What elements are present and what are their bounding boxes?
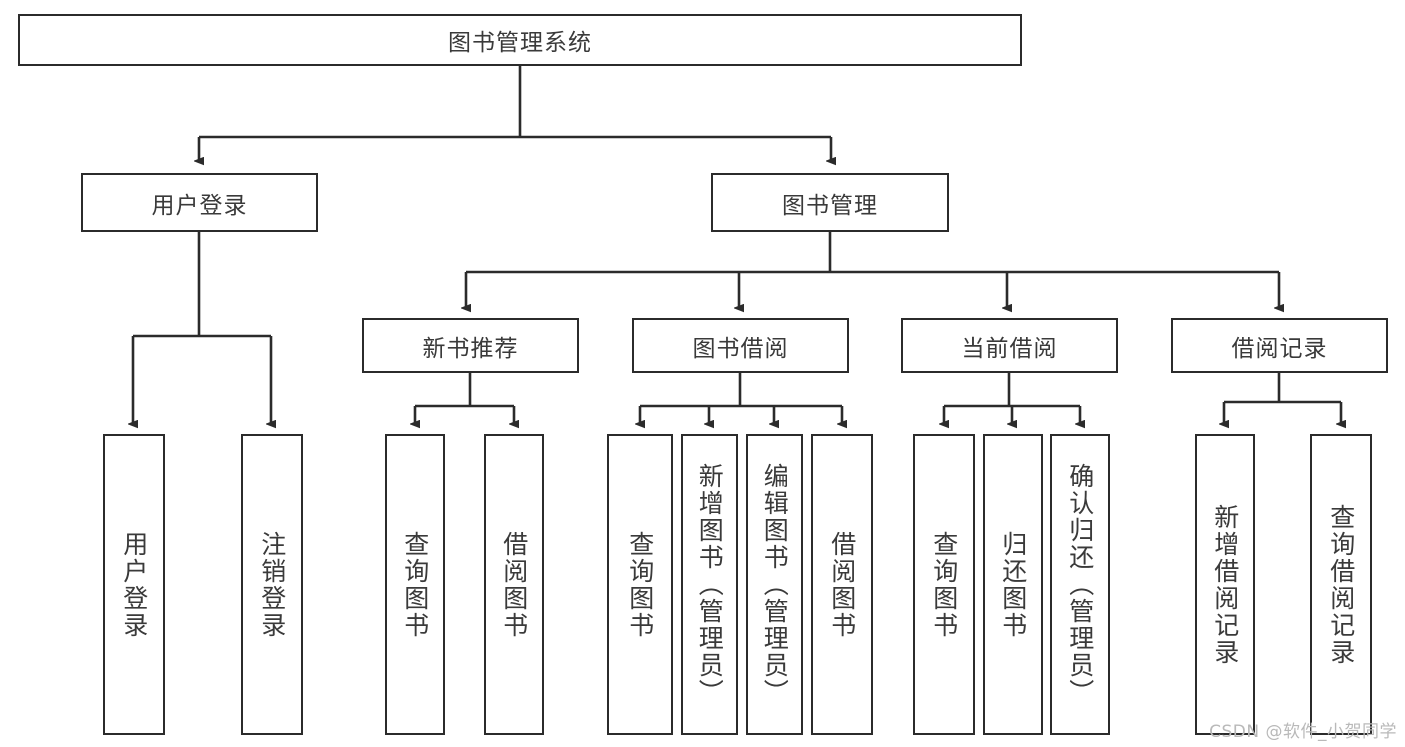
- node-borrow-record-label: 借阅记录: [1231, 335, 1328, 362]
- leaf-label: 归还图书: [998, 530, 1028, 639]
- leaf-current-borrow-confirm-return-admin[interactable]: 确认归还（管理员）: [1050, 434, 1110, 735]
- leaf-new-book-query-book[interactable]: 查询图书: [385, 434, 445, 735]
- node-new-book-recommend-label: 新书推荐: [422, 335, 519, 362]
- leaf-label: 查询图书: [400, 530, 430, 639]
- leaf-new-book-borrow-book[interactable]: 借阅图书: [484, 434, 544, 735]
- node-user-login[interactable]: 用户登录: [81, 173, 318, 232]
- leaf-label: 借阅图书: [827, 530, 857, 639]
- leaf-label: 确认归还（管理员）: [1065, 463, 1095, 706]
- leaf-label: 查询图书: [929, 530, 959, 639]
- leaf-label: 查询借阅记录: [1326, 503, 1356, 666]
- leaf-label: 新增借阅记录: [1210, 503, 1240, 666]
- leaf-label: 新增图书（管理员）: [695, 463, 725, 706]
- leaf-label: 用户登录: [119, 530, 149, 639]
- node-book-management[interactable]: 图书管理: [711, 173, 949, 232]
- leaf-label: 编辑图书（管理员）: [760, 463, 790, 706]
- watermark: CSDN @软件_小贺同学: [1209, 722, 1397, 742]
- leaf-current-borrow-return-book[interactable]: 归还图书: [983, 434, 1043, 735]
- node-user-login-label: 用户登录: [151, 192, 248, 219]
- node-book-borrow[interactable]: 图书借阅: [632, 318, 849, 373]
- leaf-book-borrow-query-book[interactable]: 查询图书: [607, 434, 673, 735]
- leaf-borrow-record-query-record[interactable]: 查询借阅记录: [1310, 434, 1372, 735]
- node-new-book-recommend[interactable]: 新书推荐: [362, 318, 579, 373]
- node-root[interactable]: 图书管理系统: [18, 14, 1022, 66]
- leaf-label: 借阅图书: [499, 530, 529, 639]
- leaf-book-borrow-borrow-book[interactable]: 借阅图书: [811, 434, 873, 735]
- node-book-management-label: 图书管理: [782, 192, 878, 219]
- leaf-user-login-logout[interactable]: 注销登录: [241, 434, 303, 735]
- node-root-label: 图书管理系统: [448, 30, 592, 56]
- node-current-borrow-label: 当前借阅: [961, 335, 1058, 362]
- leaf-current-borrow-query-book[interactable]: 查询图书: [913, 434, 975, 735]
- leaf-borrow-record-add-record[interactable]: 新增借阅记录: [1195, 434, 1255, 735]
- leaf-user-login-login[interactable]: 用户登录: [103, 434, 165, 735]
- leaf-label: 注销登录: [257, 530, 287, 639]
- node-current-borrow[interactable]: 当前借阅: [901, 318, 1118, 373]
- node-book-borrow-label: 图书借阅: [692, 335, 789, 362]
- leaf-book-borrow-edit-book-admin[interactable]: 编辑图书（管理员）: [746, 434, 803, 735]
- leaf-book-borrow-add-book-admin[interactable]: 新增图书（管理员）: [681, 434, 738, 735]
- leaf-label: 查询图书: [625, 530, 655, 639]
- node-borrow-record[interactable]: 借阅记录: [1171, 318, 1388, 373]
